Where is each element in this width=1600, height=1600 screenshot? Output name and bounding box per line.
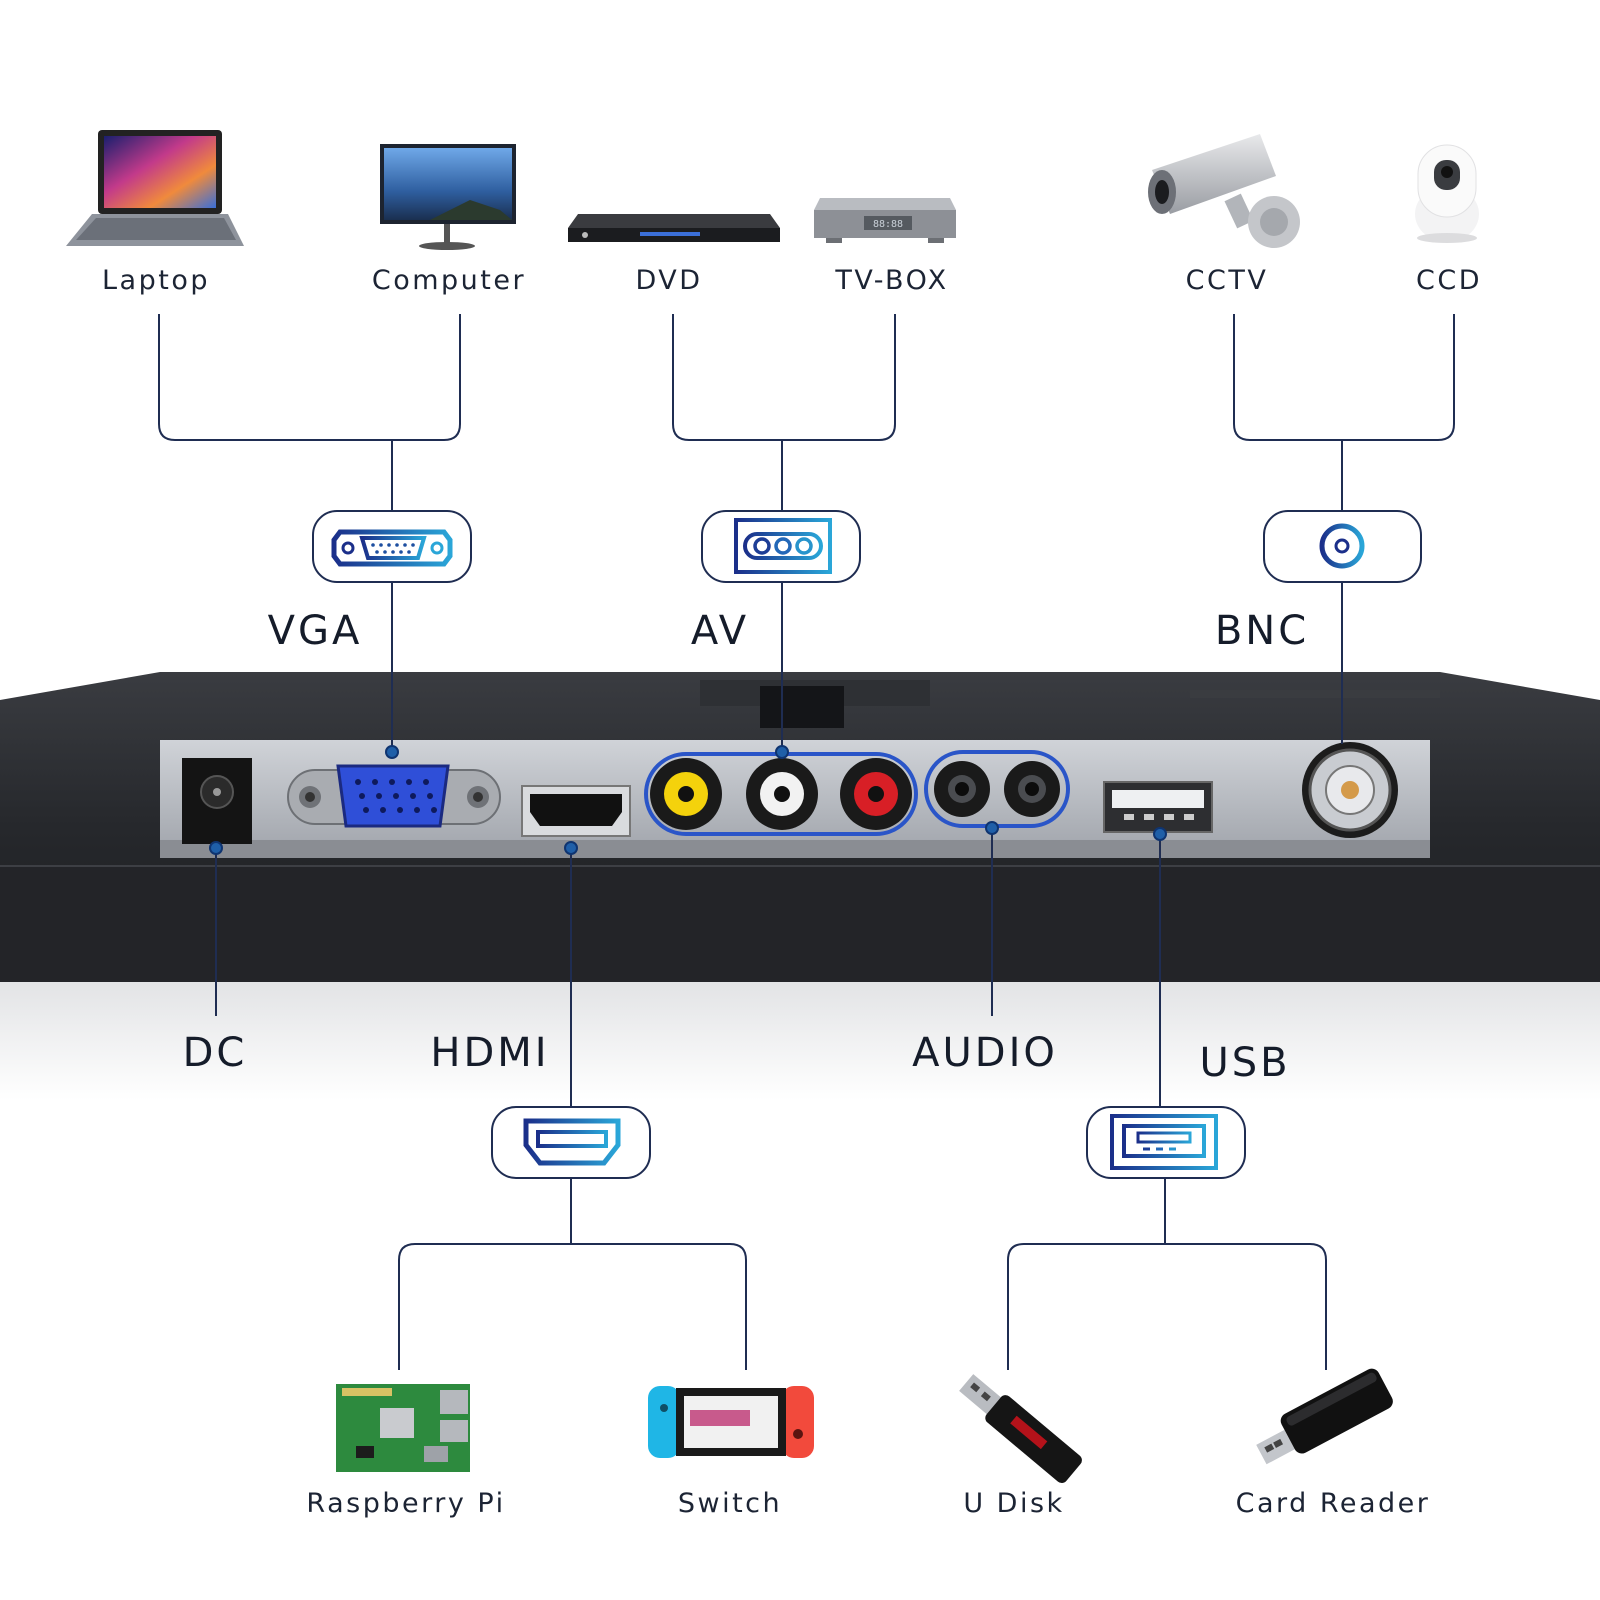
- device-label-switch: Switch: [678, 1488, 782, 1519]
- device-label-laptop: Laptop: [102, 265, 210, 296]
- port-label-audio: AUDIO: [912, 1030, 1058, 1076]
- bnc-port-icon: [1263, 510, 1422, 583]
- hdmi-port-icon: [491, 1106, 651, 1179]
- port-label-hdmi: HDMI: [430, 1030, 549, 1076]
- device-label-computer: Computer: [372, 265, 526, 296]
- audio-jacks: [924, 750, 1070, 828]
- wire-hdmi-group: [398, 1178, 747, 1370]
- dot-vga: [385, 745, 399, 759]
- usb-port-icon: [1086, 1106, 1246, 1179]
- device-label-dvd: DVD: [635, 265, 702, 296]
- port-label-dc: DC: [183, 1030, 248, 1076]
- bnc-connector: [1302, 742, 1398, 838]
- vga-connector: [287, 764, 501, 828]
- hdmi-connector: [521, 785, 631, 837]
- switch-image: [648, 1386, 814, 1458]
- device-label-raspberry-pi: Raspberry Pi: [306, 1488, 505, 1519]
- svg-text:88:88: 88:88: [873, 219, 903, 230]
- device-label-u-disk: U Disk: [963, 1488, 1064, 1519]
- dot-av: [775, 745, 789, 759]
- dot-audio: [985, 821, 999, 835]
- dc-jack: [182, 758, 252, 844]
- dot-hdmi: [564, 841, 578, 855]
- card-reader-image: [1256, 1368, 1393, 1465]
- wire-av-group: [672, 314, 896, 510]
- device-label-card-reader: Card Reader: [1236, 1488, 1431, 1519]
- device-label-tvbox: TV-BOX: [834, 265, 948, 296]
- device-label-ccd: CCD: [1416, 265, 1482, 296]
- dot-dc: [209, 841, 223, 855]
- device-label-cctv: CCTV: [1186, 265, 1269, 296]
- port-label-vga: VGA: [268, 608, 363, 654]
- wire-bnc-group: [1233, 314, 1455, 510]
- raspberry-pi-image: [336, 1384, 470, 1472]
- cctv-image: [1148, 134, 1300, 248]
- wire-usb-group: [1007, 1178, 1327, 1370]
- ccd-image: [1415, 144, 1479, 243]
- port-label-av: AV: [691, 608, 749, 654]
- port-label-usb: USB: [1199, 1040, 1290, 1086]
- dvd-image: [568, 214, 780, 242]
- u-disk-image: [959, 1374, 1082, 1484]
- computer-image: [380, 144, 516, 250]
- tvbox-image: 88:88: [814, 198, 956, 243]
- dot-usb: [1153, 827, 1167, 841]
- vga-port-icon: [312, 510, 472, 583]
- av-port-icon: [701, 510, 861, 583]
- laptop-image: [66, 130, 244, 246]
- port-label-bnc: BNC: [1215, 608, 1309, 654]
- usb-connector: [1103, 781, 1213, 833]
- av-rca-jacks: [644, 752, 918, 836]
- wire-vga-group: [158, 314, 461, 510]
